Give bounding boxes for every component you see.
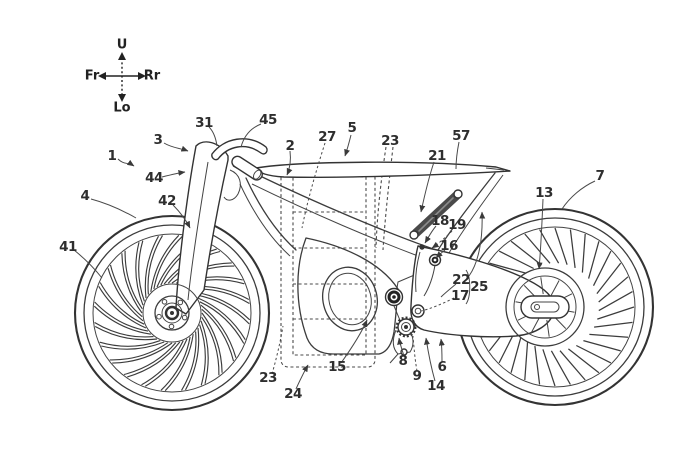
ref-label-7: 7 [595,168,605,184]
body-panel [297,237,399,355]
ref-label-17: 17 [451,288,469,304]
compass-front-arrow-icon [98,72,106,80]
compass-front-label: Fr [84,68,100,84]
ref-label-13: 13 [535,185,553,201]
ref-label-18: 18 [431,213,449,229]
front-fork [175,138,268,315]
ref-label-27: 27 [318,129,336,145]
ref-label-9: 9 [412,368,422,384]
front-cowl [211,138,268,161]
ref-label-2: 2 [285,138,295,154]
ref-label-44: 44 [145,170,163,186]
handlebar-grip [231,155,263,181]
ref-label-42: 42 [158,193,176,209]
compass [98,52,146,102]
ref-label-14: 14 [427,378,445,394]
ref-label-8: 8 [398,353,408,369]
ref-label-15: 15 [328,359,346,375]
front-hub [142,283,202,343]
ref-label-4: 4 [80,188,90,204]
battery-pack-outline [280,146,394,368]
ref-label-22: 22 [452,272,470,288]
ref-label-16: 16 [440,238,458,254]
ref-label-25: 25 [470,279,488,295]
compass-rear-arrow-icon [138,72,146,80]
seat [255,161,511,178]
ref-label-23-upper: 23 [381,133,399,149]
ref-label-19: 19 [448,217,466,233]
ref-label-41: 41 [59,239,77,255]
compass-rear-label: Rr [143,68,161,84]
rear-hub [505,267,585,347]
ref-label-23-lower: 23 [259,370,277,386]
ref-label-31: 31 [195,115,213,131]
ref-label-24: 24 [284,386,302,402]
ref-label-3: 3 [153,132,163,148]
compass-up-label: U [116,37,128,53]
compass-up-arrow-icon [118,52,126,60]
ref-label-5: 5 [347,120,357,136]
ref-label-1: 1 [107,148,117,164]
ref-label-6: 6 [437,359,447,375]
ref-label-57: 57 [452,128,470,144]
swingarm [410,245,585,347]
ref-label-45: 45 [259,112,277,128]
leader-lines [73,123,596,390]
compass-down-label: Lo [113,100,131,116]
ref-label-21: 21 [428,148,446,164]
compass-down-arrow-icon [118,94,126,102]
shock-absorber [409,172,504,259]
